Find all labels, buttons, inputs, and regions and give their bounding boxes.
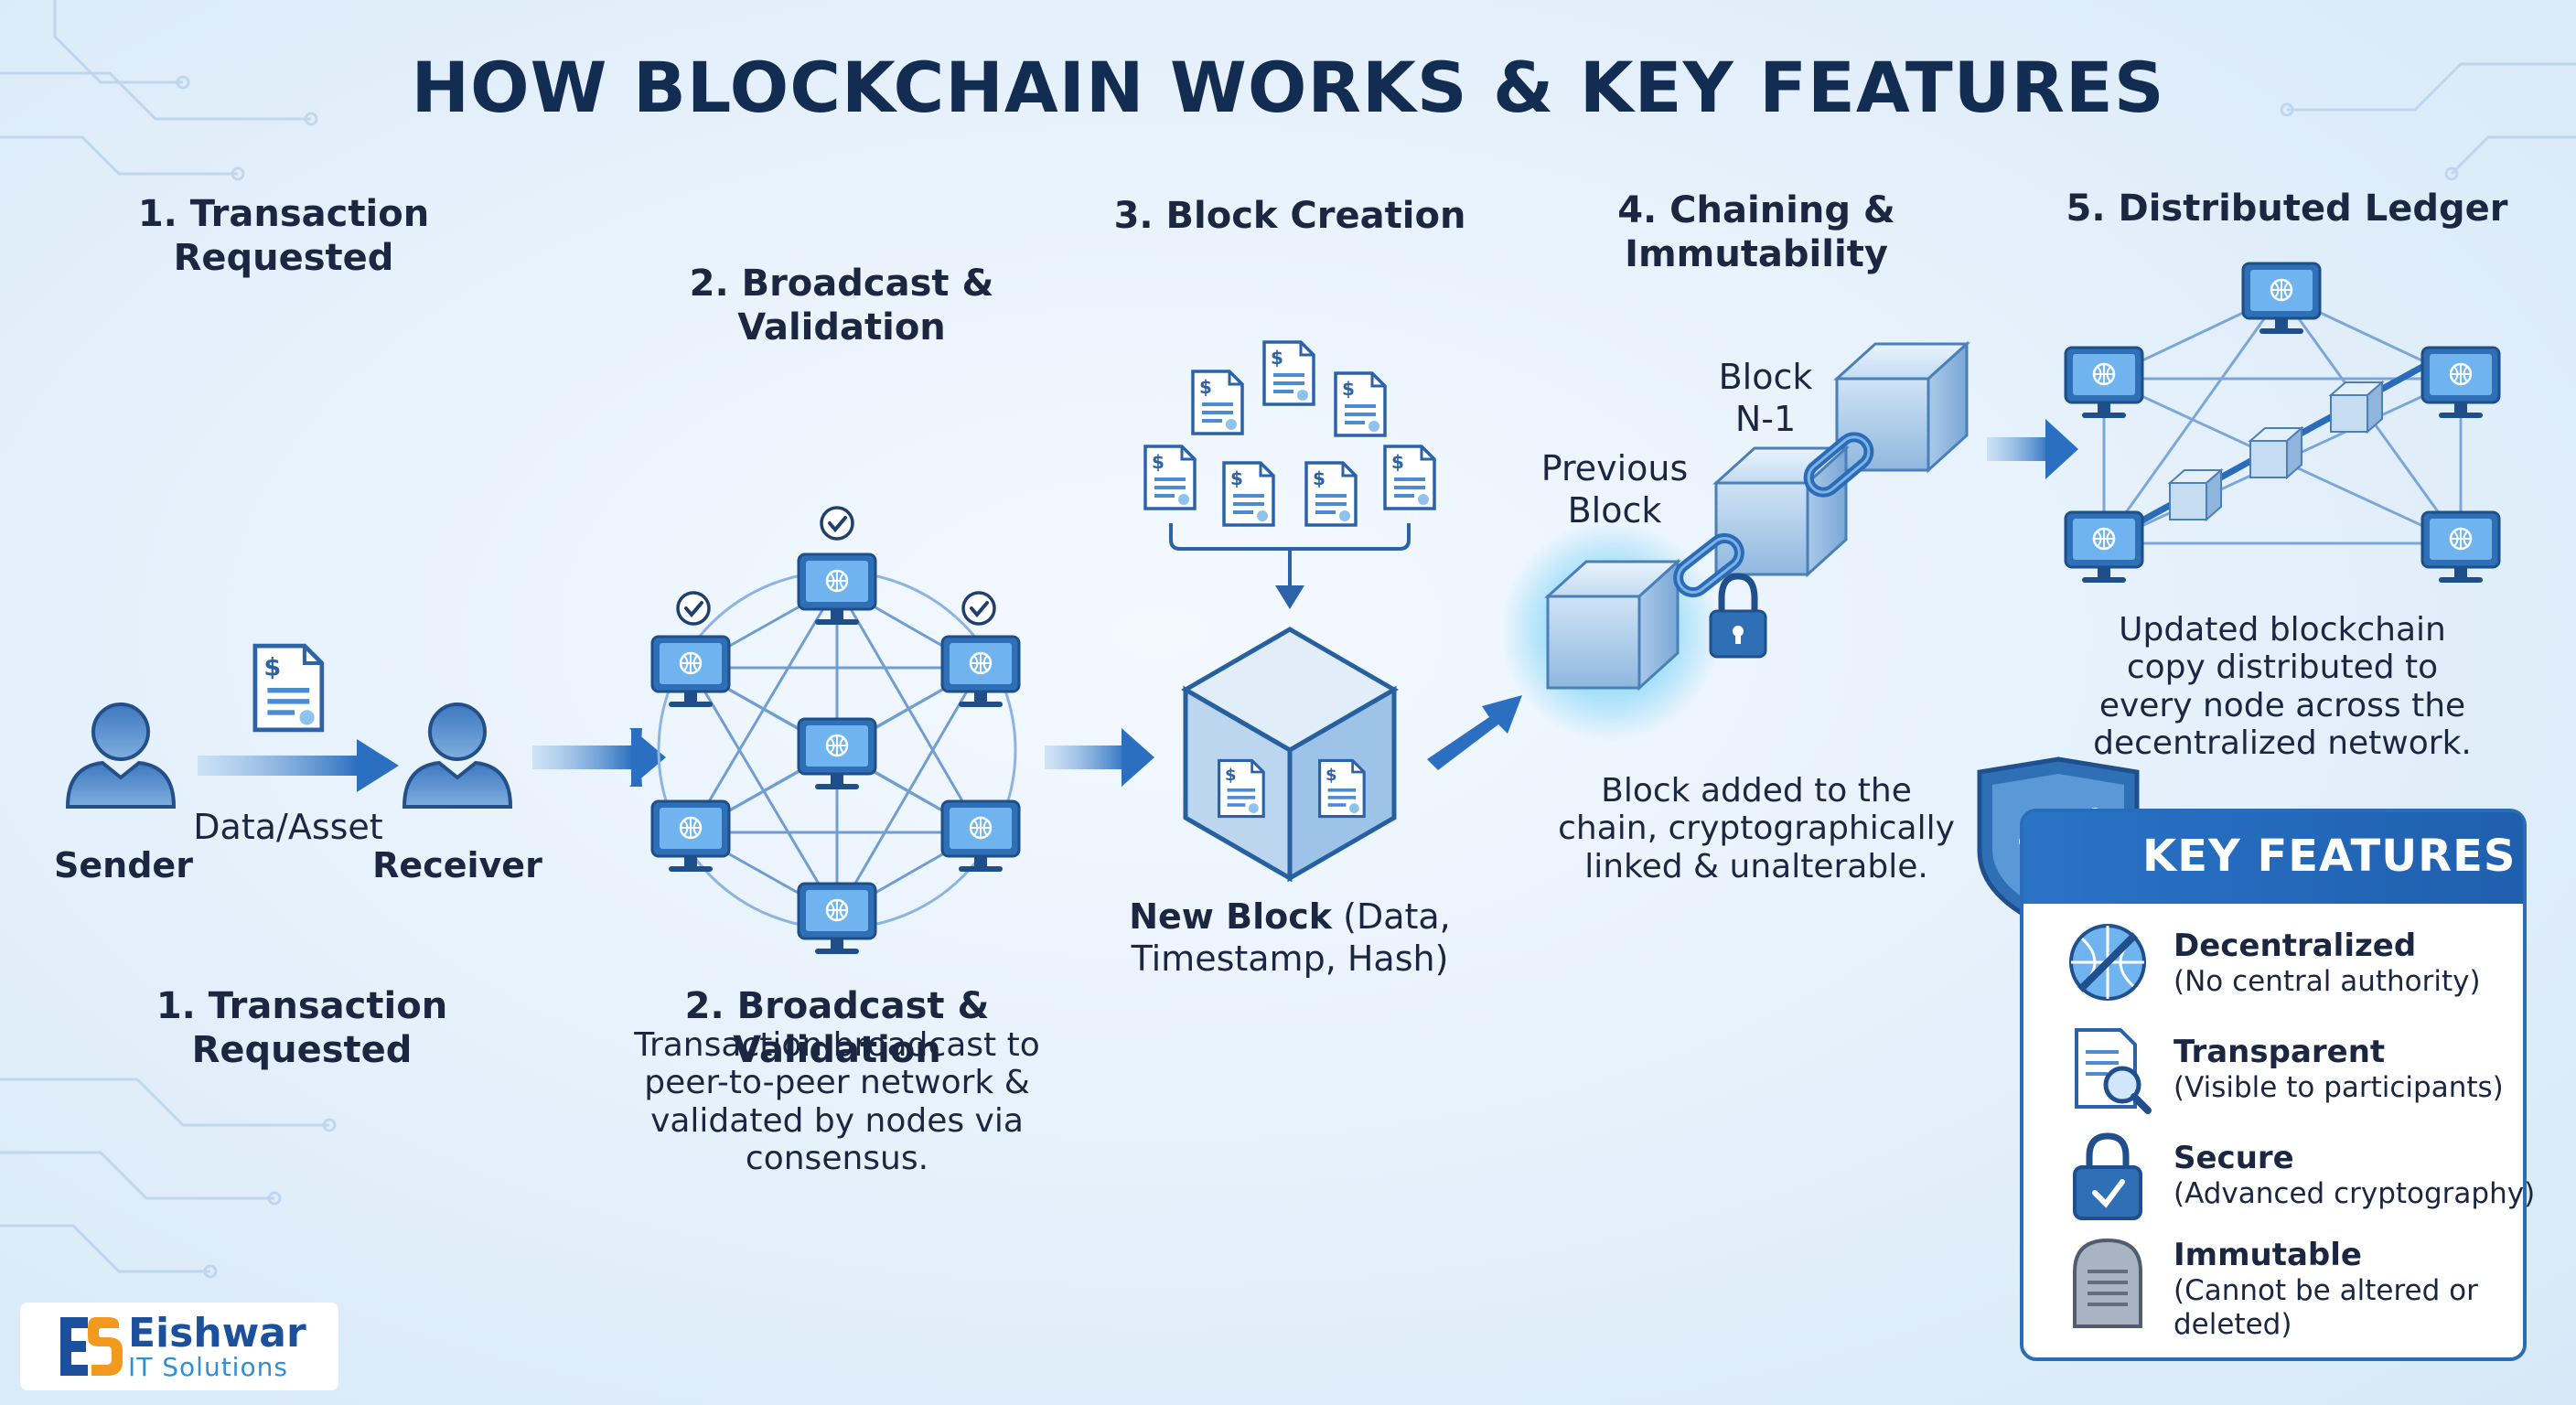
blockchain-chain-group (1500, 342, 1969, 741)
company-logo-mark-icon (60, 1317, 123, 1376)
ledger-node-monitor-icon (2064, 510, 2144, 585)
feature-decentralized: Decentralized (No central authority) (2174, 928, 2481, 999)
ledger-block-cube-icon (2249, 427, 2302, 478)
new-block-caption-rest: (Data, Timestamp, Hash) (1131, 896, 1451, 979)
feature-transparent: Transparent (Visible to participants) (2174, 1034, 2504, 1105)
distributed-ledger-network (2064, 262, 2501, 585)
step1-title: 1. Transaction Requested (137, 193, 430, 279)
stone-tablet-icon (2073, 1238, 2142, 1328)
feature-name: Immutable (2174, 1237, 2362, 1273)
key-feature-icons (2069, 924, 2152, 1328)
document-magnifier-icon (2075, 1028, 2152, 1114)
previous-block-label: Previous Block (1540, 448, 1689, 531)
previous-block-cube-icon (1546, 560, 1680, 690)
chain-link-icon (1672, 532, 1745, 598)
validated-check-icon (820, 506, 854, 541)
ledger-node-monitor-icon (2420, 346, 2501, 420)
network-node-monitor-icon (797, 882, 877, 956)
sender-person-icon (66, 702, 176, 809)
step4-caption-desc: Block added to the chain, cryptographica… (1558, 772, 1955, 885)
padlock-icon (1709, 573, 1767, 659)
new-block-caption: New Block (Data, Timestamp, Hash) (1116, 896, 1464, 980)
ledger-block-cube-icon (2169, 469, 2222, 520)
feature-name: Decentralized (2174, 928, 2417, 964)
data-asset-label: Data/Asset (193, 807, 383, 847)
transaction-document-icon (1262, 340, 1315, 406)
page-title: HOW BLOCKCHAIN WORKS & KEY FEATURES (411, 47, 2165, 128)
step4-title: 4. Chaining & Immutability (1617, 189, 1895, 275)
transaction-document-icon (1191, 370, 1244, 435)
feature-desc: (Cannot be altered or deleted) (2174, 1273, 2478, 1341)
company-subtitle: IT Solutions (128, 1352, 288, 1382)
transaction-document-icon (1383, 445, 1436, 510)
receiver-label: Receiver (372, 845, 542, 885)
network-node-monitor-icon (797, 717, 877, 791)
network-node-monitor-icon (650, 635, 731, 709)
circuit-trace-decor (0, 0, 2576, 1279)
transaction-documents-group (1143, 340, 1436, 527)
network-node-monitor-icon (650, 799, 731, 874)
validated-check-icon (961, 591, 996, 626)
key-features-title: KEY FEATURES (2142, 831, 2517, 882)
new-block-caption-bold: New Block (1129, 896, 1333, 937)
ledger-node-monitor-icon (2420, 510, 2501, 585)
ledger-node-monitor-icon (2241, 262, 2322, 336)
new-block-cube-icon (1181, 627, 1399, 883)
feature-name: Transparent (2174, 1034, 2386, 1070)
feature-immutable: Immutable (Cannot be altered or deleted) (2174, 1237, 2521, 1342)
step5-title: 5. Distributed Ledger (2066, 188, 2508, 230)
step5-caption-desc: Updated blockchain copy distributed to e… (2093, 611, 2472, 763)
block-n1-label: Block N-1 (1718, 357, 1813, 439)
sender-label: Sender (54, 845, 193, 885)
feature-desc: (No central authority) (2174, 964, 2481, 998)
sender-to-receiver-arrow (198, 739, 399, 792)
step2-caption-title: 2. Broadcast & Validation (684, 985, 990, 1071)
network-node-monitor-icon (797, 552, 877, 627)
transaction-document-icon (1334, 371, 1387, 437)
step1-caption: 1. Transaction Requested (156, 985, 448, 1071)
globe-network-icon (2069, 924, 2146, 1001)
validation-network-graph (650, 506, 1021, 956)
block-cube-icon (1835, 342, 1969, 472)
receiver-person-icon (402, 702, 512, 809)
step3-to-step4-arrow (1427, 695, 1522, 770)
feature-desc: (Advanced cryptography) (2174, 1176, 2536, 1210)
transaction-document-icon (255, 646, 322, 730)
documents-merge-bracket (1169, 523, 1411, 609)
padlock-check-icon (2073, 1132, 2142, 1220)
network-node-monitor-icon (940, 799, 1021, 874)
validated-check-icon (676, 591, 711, 626)
feature-name: Secure (2174, 1140, 2294, 1176)
company-name: Eishwar (128, 1310, 306, 1357)
transaction-document-icon (1222, 461, 1275, 527)
step2-title: 2. Broadcast & Validation (689, 263, 994, 349)
ledger-block-cube-icon (2330, 381, 2383, 433)
key-features-header: KEY FEATURES (2023, 812, 2523, 904)
transaction-document-icon (1304, 461, 1358, 527)
step2-caption-desc: Transaction broadcast to peer-to-peer ne… (634, 1026, 1040, 1178)
step2-to-step3-arrow (1045, 728, 1154, 787)
feature-desc: (Visible to participants) (2174, 1070, 2504, 1104)
feature-secure: Secure (Advanced cryptography) (2174, 1140, 2535, 1211)
step3-title: 3. Block Creation (1113, 195, 1466, 237)
step4-to-step5-arrow (1987, 419, 2078, 479)
transaction-document-icon (1143, 445, 1197, 510)
ledger-node-monitor-icon (2064, 346, 2144, 420)
step1-to-step2-arrow (532, 728, 666, 787)
